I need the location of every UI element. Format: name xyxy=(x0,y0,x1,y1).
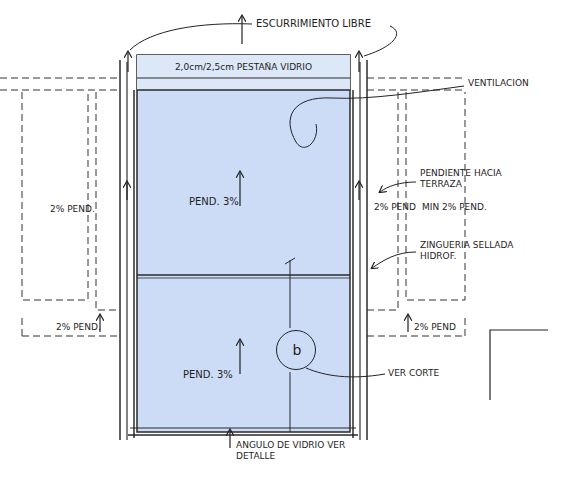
annotation: 2% PEND. xyxy=(50,204,95,214)
glass-area xyxy=(137,55,350,432)
callout-letter: b xyxy=(293,342,302,358)
annotation: 2% PEND xyxy=(414,322,456,332)
annotation: ZINGUERIA SELLADA HIDROF. xyxy=(420,240,513,261)
glass-panel: PEND. 3% xyxy=(137,91,350,275)
annotation: 2% PEND xyxy=(414,322,456,333)
slope-note: 2,0cm/2,5cm PESTAÑA VIDRIO xyxy=(175,62,312,73)
annotation: MIN 2% PEND. xyxy=(422,202,487,212)
slope-arrows xyxy=(100,16,408,448)
annotation: VENTILACION xyxy=(468,78,529,88)
leader-lines xyxy=(130,24,464,377)
callout-letter: b xyxy=(293,342,302,359)
annotation: VER CORTE xyxy=(388,368,439,379)
slope-note: PEND. 3% xyxy=(189,196,239,207)
annotation: 2% PEND xyxy=(374,202,416,213)
panel-lines xyxy=(128,78,358,435)
annotation: VER CORTE xyxy=(388,368,439,378)
glass-flange xyxy=(137,55,350,90)
section-callout: b xyxy=(276,330,316,370)
annotation: PENDIENTE HACIA TERRAZA xyxy=(420,168,502,189)
slope-note: PEND. 3% xyxy=(183,369,233,380)
slope-note: 2,0cm/2,5cm PESTAÑA VIDRIO xyxy=(175,62,312,72)
annotation: 2% PEND xyxy=(374,202,416,212)
slope-note: PEND. 3% xyxy=(183,369,233,381)
annotation: ANGULO DE VIDRIO VER DETALLE xyxy=(236,440,345,461)
corner-line xyxy=(490,330,548,400)
annotation: ESCURRIMIENTO LIBRE xyxy=(256,18,371,31)
annotation: MIN 2% PEND. xyxy=(422,202,487,213)
dashed-edges xyxy=(0,78,465,336)
slope-note: PEND. 3% xyxy=(189,196,239,208)
annotation: 2% PEND. xyxy=(50,204,95,215)
glass-flange-band: 2,0cm/2,5cm PESTAÑA VIDRIO xyxy=(137,55,350,90)
annotation: ZINGUERIA SELLADA HIDROF. xyxy=(420,240,530,263)
annotation: PENDIENTE HACIA TERRAZA xyxy=(420,168,525,191)
glass-panel: PEND. 3% b xyxy=(137,279,350,432)
wall-lines xyxy=(120,60,367,440)
annotation: ANGULO DE VIDRIO VER DETALLE xyxy=(236,440,346,463)
annotation: 2% PEND. xyxy=(56,322,101,332)
annotation: ESCURRIMIENTO LIBRE xyxy=(256,18,371,29)
annotation: VENTILACION xyxy=(468,78,529,89)
annotation: 2% PEND. xyxy=(56,322,101,333)
